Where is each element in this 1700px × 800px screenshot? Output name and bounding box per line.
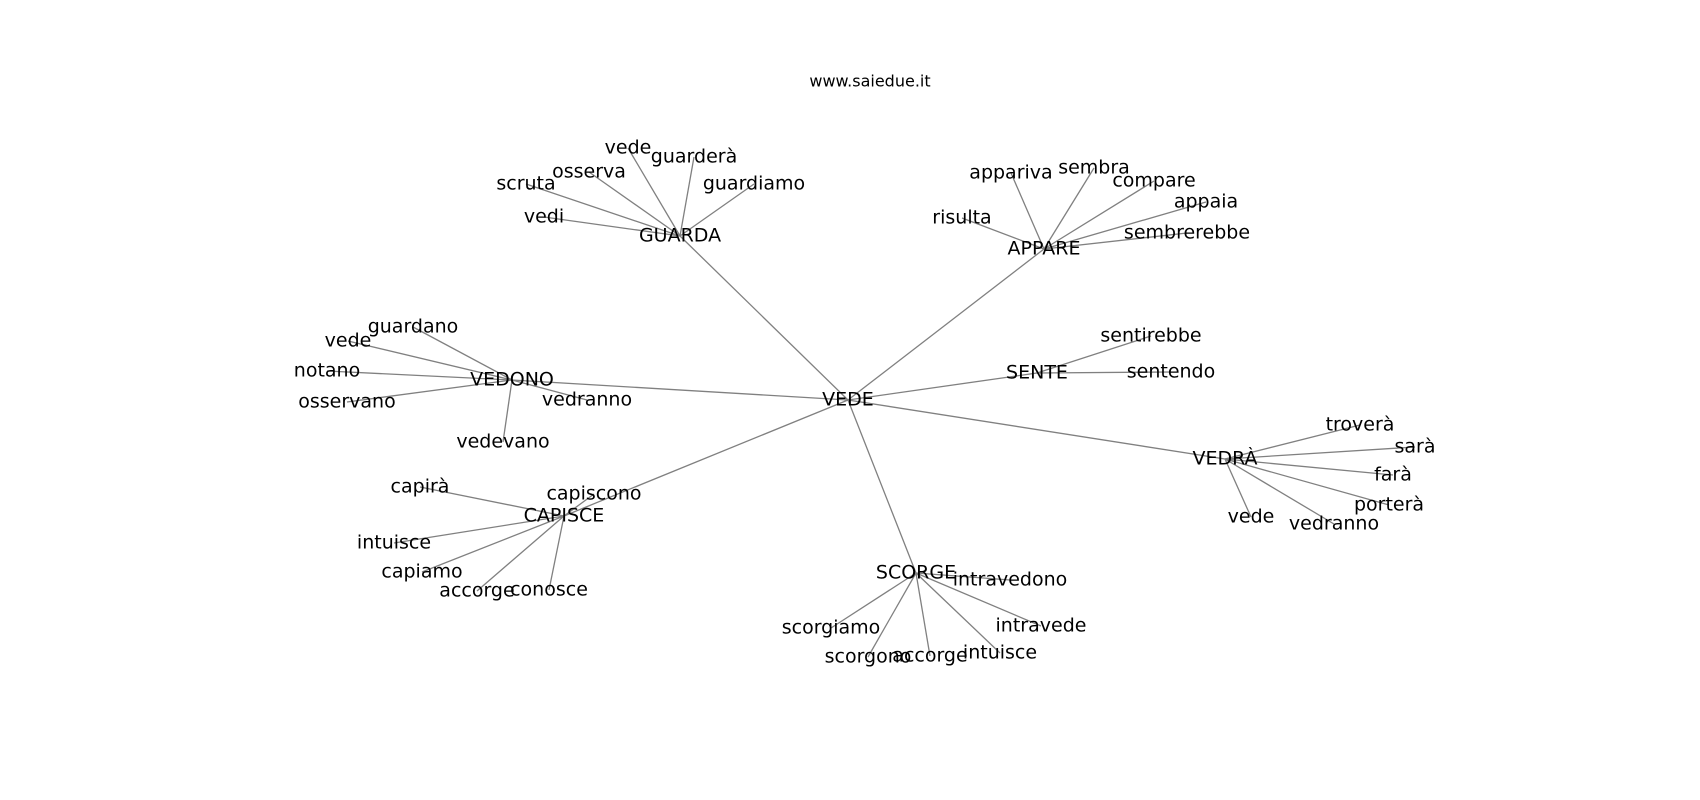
hub-node-vedra: VEDRÀ [1192,447,1257,470]
leaf-node-vedra-portera: porterà [1354,494,1424,516]
leaf-node-capisce-capiscono: capiscono [546,483,641,505]
edge-root-capisce [563,399,849,517]
edge-vedra-vede [1224,458,1252,518]
watermark-text: www.saiedue.it [809,72,930,91]
edge-capisce-capiamo [421,515,565,573]
leaf-node-vedono-notano: notano [294,360,360,382]
leaf-node-scorge-scorgono: scorgono [825,646,912,668]
edge-vedono-vedevano [502,379,513,443]
edge-capisce-capira [419,486,565,517]
edge-appare-appariva [1010,172,1045,250]
leaf-node-capisce-intuisce: intuisce [357,532,431,554]
edge-scorge-accorge [915,572,931,657]
edge-scorge-intravede [915,572,1042,627]
leaf-node-vedono-osservano: osservano [298,391,395,413]
leaf-node-capisce-capiamo: capiamo [381,561,462,583]
leaf-node-guarda-vedi: vedi [524,206,564,228]
edge-vedono-osservano [346,379,513,403]
leaf-node-scorge-accorge: accorge [892,645,967,667]
edge-scorge-scorgono [867,572,917,658]
edge-root-appare [847,248,1045,401]
edge-guarda-vedi [543,216,681,237]
edge-scorge-scorgiamo [830,572,917,629]
edge-vedra-sara [1224,446,1416,460]
leaf-node-appare-compare: compare [1112,170,1195,192]
edge-scorge-intuisce [915,572,1001,654]
edge-appare-sembrerebbe [1043,232,1188,250]
edge-scorge-intravedono [915,572,1011,581]
leaf-node-capisce-accorge: accorge [439,580,514,602]
leaf-node-vedono-guardano: guardano [368,316,459,338]
leaf-node-appare-sembra: sembra [1058,157,1130,179]
edge-vedono-vedranno [511,379,588,401]
edges [326,147,1416,658]
hub-node-sente: SENTE [1006,362,1068,384]
edge-root-guarda [679,235,849,401]
edge-appare-risulta [961,217,1045,250]
edge-root-vedra [847,399,1226,460]
leaf-node-appare-appaia: appaia [1174,191,1238,213]
edge-vedra-trovera [1224,424,1361,460]
leaf-node-sente-sentirebbe: sentirebbe [1100,325,1201,347]
edge-guarda-scruta [525,183,681,237]
leaf-node-appare-appariva: appariva [969,162,1052,184]
root-node-label: VEDE [822,389,874,411]
leaf-node-scorge-scorgiamo: scorgiamo [782,617,881,639]
leaf-node-appare-sembrerebbe: sembrerebbe [1124,222,1250,244]
leaf-node-vedra-trovera: troverà [1326,414,1395,436]
leaf-node-guarda-vede: vede [605,137,652,159]
leaf-node-vedra-fara: farà [1374,464,1412,486]
edge-vedra-fara [1224,458,1394,476]
leaf-node-capisce-capira: capirà [391,476,450,498]
edge-sente-sentirebbe [1036,335,1152,374]
hub-node-appare: APPARE [1008,238,1081,260]
edge-root-sente [847,372,1038,401]
leaf-node-guarda-osserva: osserva [552,161,626,183]
edge-appare-sembra [1043,167,1095,250]
leaf-node-guarda-guardiamo: guardiamo [703,173,805,195]
leaf-node-guarda-guardera: guarderà [651,146,737,168]
leaf-node-guarda-scruta: scruta [496,173,555,195]
hub-node-vedono: VEDONO [470,369,554,391]
leaf-node-vedono-vedranno: vedranno [542,389,632,411]
edge-root-scorge [847,399,917,574]
edge-guarda-guardiamo [679,183,755,237]
leaf-node-vedono-vede: vede [325,330,372,352]
edge-capisce-capiscono [563,493,595,517]
hub-node-scorge: SCORGE [876,562,956,584]
edge-capisce-accorge [476,515,565,592]
leaf-node-vedra-vede: vede [1228,506,1275,528]
edge-vedono-vede [347,340,513,381]
edge-guarda-guardera [679,156,695,237]
edge-sente-sentendo [1036,371,1172,374]
edge-guarda-vede [627,147,681,237]
leaf-node-appare-risulta: risulta [932,207,991,229]
edge-root-vedono [511,379,849,401]
edge-guarda-osserva [588,171,681,237]
edge-appare-appaia [1043,201,1207,250]
leaf-node-scorge-intuisce: intuisce [963,642,1037,664]
edge-vedra-vedranno [1224,458,1335,525]
leaf-node-scorge-intravede: intravede [996,615,1087,637]
edge-capisce-intuisce [393,515,565,544]
edge-vedra-portera [1224,458,1390,506]
edge-vedono-notano [326,370,513,381]
leaf-node-sente-sentendo: sentendo [1127,361,1216,383]
leaf-node-capisce-conosce: conosce [510,579,588,601]
hub-node-guarda: GUARDA [639,225,721,247]
leaf-node-vedra-vedranno: vedranno [1289,513,1379,535]
leaf-node-vedra-sara: sarà [1395,436,1436,458]
leaf-node-vedono-vedevano: vedevano [456,431,549,453]
leaf-node-scorge-intravedono: intravedono [953,569,1068,591]
edge-vedono-guardano [412,326,513,381]
hub-node-capisce: CAPISCE [524,505,605,527]
edge-capisce-conosce [548,515,565,591]
edge-appare-compare [1043,180,1155,250]
